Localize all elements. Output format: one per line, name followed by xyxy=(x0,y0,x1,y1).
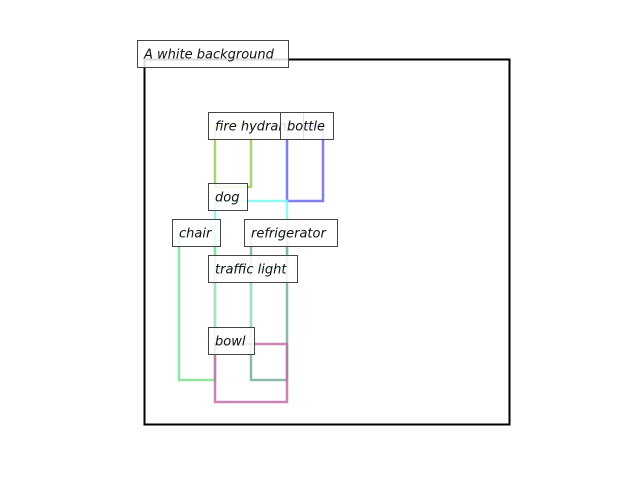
dog-label-text: dog xyxy=(215,191,239,206)
dog-label: dog xyxy=(208,183,248,211)
frame-title-label: A white background xyxy=(137,40,289,68)
refrigerator-label: refrigerator xyxy=(244,219,338,247)
traffic-light-label: traffic light xyxy=(208,255,298,283)
bottle-label: bottle xyxy=(280,112,334,140)
canvas-frame xyxy=(143,58,511,426)
refrigerator-label-text: refrigerator xyxy=(251,227,327,242)
fire-hydrant-label-text: fire hydrant xyxy=(215,120,293,135)
chair-label: chair xyxy=(172,219,221,247)
chair-label-text: chair xyxy=(179,227,213,242)
bowl-label-text: bowl xyxy=(215,335,246,350)
bottle-label-text: bottle xyxy=(287,120,325,135)
bowl-label: bowl xyxy=(208,327,255,355)
traffic-light-label-text: traffic light xyxy=(215,263,287,278)
frame-title: A white background xyxy=(143,48,275,63)
